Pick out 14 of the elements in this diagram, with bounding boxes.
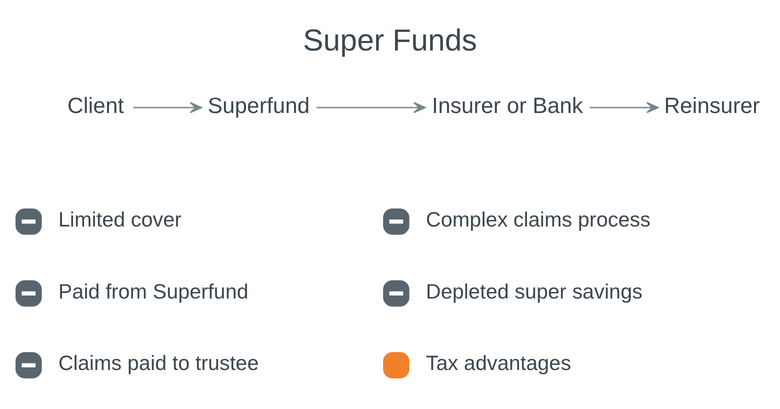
node-text: Superfund xyxy=(208,92,310,118)
label: Paid from Superfund xyxy=(58,280,248,303)
label: Depleted super savings xyxy=(426,280,642,303)
label: Complex claims process xyxy=(426,208,650,231)
label: Claims paid to trustee xyxy=(58,352,259,375)
arrow xyxy=(316,101,426,113)
diagram-title: Super Funds xyxy=(302,22,478,57)
arrow xyxy=(133,101,202,113)
node-text: Insurer or Bank xyxy=(432,92,583,118)
node-text: Client xyxy=(67,92,124,118)
node-text: Reinsurer xyxy=(664,92,760,118)
label: Limited cover xyxy=(58,208,182,231)
label: Tax advantages xyxy=(426,352,572,375)
arrow xyxy=(590,101,659,113)
